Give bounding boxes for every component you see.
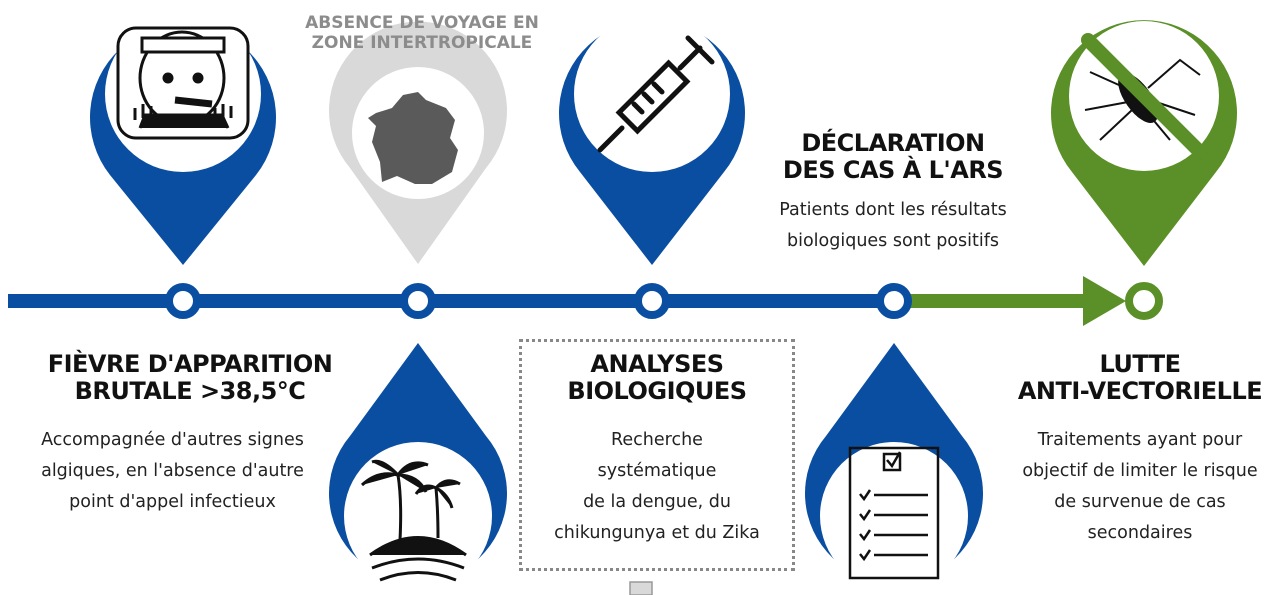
pin-vector-control [1051,20,1237,267]
timeline-line-green [905,294,1090,308]
sick-person-thermometer-icon [116,26,250,140]
timeline-arrowhead [1083,276,1126,326]
no-travel-title: ABSENCE DE VOYAGE EN ZONE INTERTROPICALE [262,13,582,53]
pin-declaration [804,343,983,590]
declaration-title: DÉCLARATION DES CAS À L'ARS [740,130,1046,184]
timeline-line-blue [8,294,908,308]
analyses-title-line-1: ANALYSES [590,350,724,378]
fever-title: FIÈVRE D'APPARITION BRUTALE >38,5°C [20,351,360,405]
pin-island [329,343,508,590]
analyses-desc-line-1: Recherche [611,430,703,450]
declaration-description: Patients dont les résultats biologiques … [740,195,1046,257]
declaration-desc-line-2: biologiques sont positifs [787,231,999,251]
pin-fever [90,16,276,266]
fever-title-line-2: BRUTALE >38,5°C [74,377,306,405]
timeline-node-2 [400,283,436,319]
analyses-title: ANALYSES BIOLOGIQUES [519,351,795,405]
timeline-node-1 [165,283,201,319]
analyses-title-line-2: BIOLOGIQUES [567,377,747,405]
vector-control-description: Traitements ayant pour objectif de limit… [995,425,1285,549]
decorative-square [629,581,653,595]
checklist-icon [848,446,940,580]
fever-desc-line-1: Accompagnée d'autres signes [41,430,304,450]
fever-description: Accompagnée d'autres signes algiques, en… [0,425,345,518]
france-map-icon [368,92,458,184]
vector-control-title: LUTTE ANTI-VECTORIELLE [995,351,1285,405]
vector-desc-line-2: objectif de limiter le risque [1022,461,1258,481]
vector-desc-line-1: Traitements ayant pour [1037,430,1243,450]
vector-title-line-2: ANTI-VECTORIELLE [1017,377,1263,405]
analyses-description: Recherche systématique de la dengue, du … [519,425,795,549]
fever-desc-line-3: point d'appel infectieux [69,492,276,512]
syringe-icon [597,35,715,153]
declaration-title-line-1: DÉCLARATION [801,129,985,157]
timeline-node-3 [634,283,670,319]
no-travel-title-line-1: ABSENCE DE VOYAGE EN [305,13,539,33]
analyses-box [519,339,795,571]
fever-title-line-1: FIÈVRE D'APPARITION [47,350,333,378]
vector-desc-line-3: de survenue de cas [1054,492,1226,512]
no-travel-title-line-2: ZONE INTERTROPICALE [311,33,533,53]
vector-title-line-1: LUTTE [1099,350,1181,378]
timeline-node-5 [1125,282,1163,320]
vector-desc-line-4: secondaires [1087,523,1193,543]
analyses-desc-line-3: de la dengue, du [583,492,731,512]
analyses-desc-line-4: chikungunya et du Zika [554,523,760,543]
timeline-node-4 [876,283,912,319]
fever-desc-line-2: algiques, en l'absence d'autre [41,461,304,481]
pin-analyses [559,16,746,265]
tropical-island-icon [360,459,467,582]
no-mosquito-icon [1081,33,1207,159]
declaration-desc-line-1: Patients dont les résultats [779,200,1007,220]
declaration-title-line-2: DES CAS À L'ARS [782,156,1004,184]
pin-no-travel [329,21,508,264]
analyses-desc-line-2: systématique [597,461,717,481]
